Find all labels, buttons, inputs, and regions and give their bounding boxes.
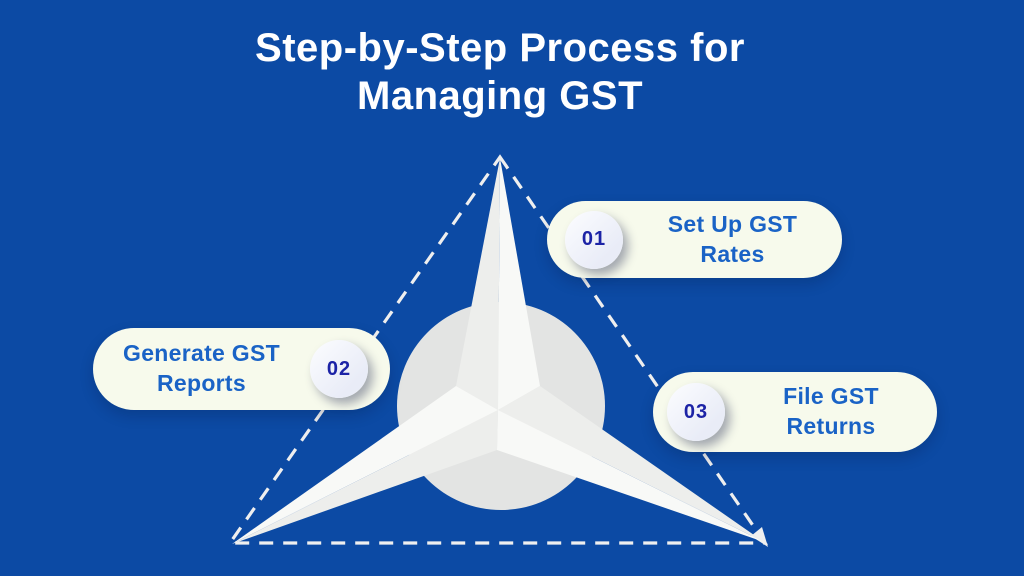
arrowhead-icon <box>751 527 768 547</box>
star-blade-right-light <box>497 410 764 542</box>
step-number-badge-1: 01 <box>565 210 623 269</box>
step-label-2: Generate GST Reports <box>93 339 310 399</box>
step-label-3: File GST Returns <box>725 382 937 442</box>
step-label-2-line1: Generate GST <box>123 340 280 367</box>
step-card-1: 01 Set Up GST Rates <box>547 201 842 278</box>
star-blade-right-dark <box>498 386 764 542</box>
step-number-badge-3: 03 <box>667 383 725 441</box>
step-number-badge-2: 02 <box>310 340 368 398</box>
page-title-line2: Managing GST <box>357 74 643 118</box>
star-blade-left-light <box>232 386 498 544</box>
step-label-1-line2: Rates <box>700 240 765 267</box>
step-card-3: 03 File GST Returns <box>653 372 937 452</box>
step-label-1: Set Up GST Rates <box>623 210 842 270</box>
star-blade-top-light <box>498 158 540 410</box>
step-label-2-line2: Reports <box>156 370 246 396</box>
three-point-star-icon <box>232 158 764 544</box>
step-label-3-line2: Returns <box>786 413 876 439</box>
page-title-line1: Step-by-Step Process for <box>255 26 745 70</box>
page-title: Step-by-Step Process for Managing GST <box>0 24 1000 120</box>
step-label-1-line1: Set Up GST <box>667 210 798 237</box>
star-blade-top-dark <box>456 158 500 410</box>
step-label-3-line1: File GST <box>783 383 879 410</box>
step-card-2: Generate GST Reports 02 <box>93 328 390 410</box>
